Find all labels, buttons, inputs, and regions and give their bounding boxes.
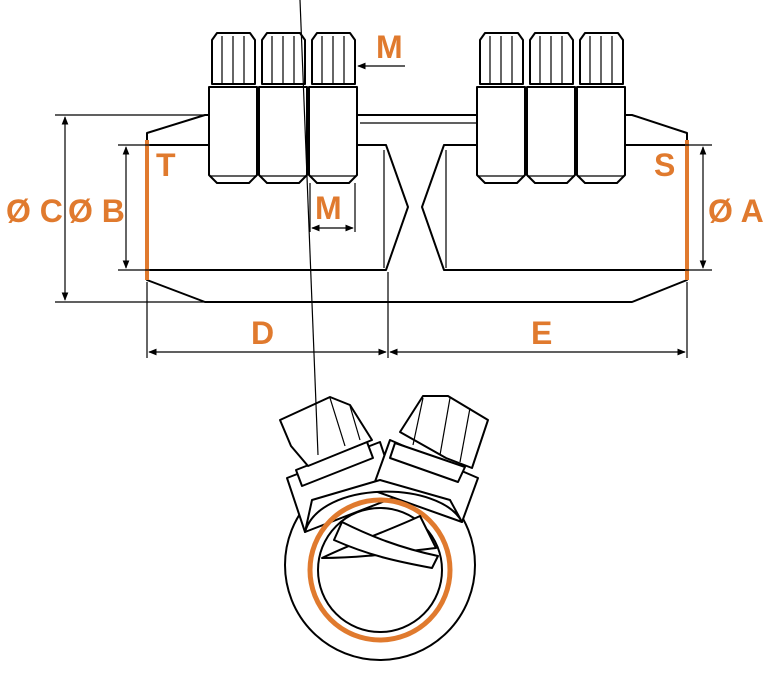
label-m-top: M: [376, 29, 403, 65]
label-d: D: [251, 315, 274, 351]
label-dia-b: Ø B: [68, 193, 125, 229]
shear-bolt: [476, 32, 526, 184]
shear-bolt: [526, 32, 576, 184]
end-view-insulation-ring: [307, 497, 453, 643]
label-m-inner: M: [315, 190, 342, 226]
bolt-tip-right: [333, 521, 439, 569]
label-s: S: [654, 147, 675, 183]
shear-bolt: [208, 32, 258, 184]
end-view-neck: [304, 479, 463, 533]
shear-bolt: [308, 32, 358, 184]
shear-bolt: [576, 32, 626, 184]
end-view: [279, 0, 489, 661]
label-dia-c: Ø C: [6, 193, 63, 229]
shear-bolt: [258, 32, 308, 184]
left-shear-bolts: [208, 32, 358, 184]
side-view: M M T S Ø C Ø B Ø A D E: [6, 29, 764, 358]
right-shear-bolts: [476, 32, 626, 184]
end-view-bore: [317, 507, 443, 633]
label-e: E: [531, 315, 552, 351]
label-dia-a: Ø A: [708, 193, 764, 229]
label-t: T: [156, 147, 176, 183]
